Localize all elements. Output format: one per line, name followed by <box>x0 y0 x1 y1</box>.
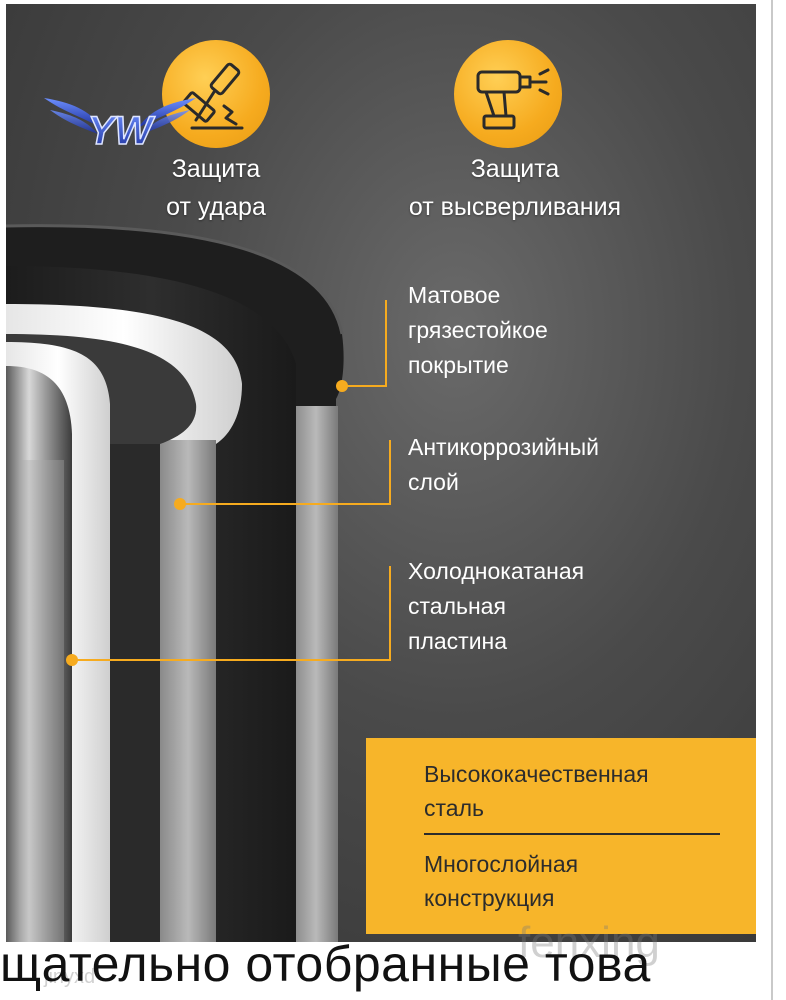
layered-material-illustration <box>6 224 344 942</box>
info-line3: Многослойная <box>424 851 579 877</box>
info-line1: Высококачественная <box>424 761 649 787</box>
feature-impact-protection: Защита от удара <box>126 150 306 226</box>
layer-label-line1: Матовое <box>408 282 501 308</box>
layer-label-line3: пластина <box>408 628 508 654</box>
layer-label-steel-plate: Холоднокатаная стальная пластина <box>408 554 584 659</box>
winged-logo-icon: YW <box>40 88 200 163</box>
watermark-text: jinyxd <box>44 966 96 988</box>
product-poster: Защита от удара Защита от высверливания … <box>6 4 756 942</box>
layer-label-anticorrosion: Антикоррозийный слой <box>408 430 599 500</box>
info-divider <box>424 833 720 835</box>
logo-text: YW <box>88 109 156 153</box>
right-border-line <box>771 0 773 1000</box>
callout-lines <box>66 300 391 666</box>
feature-label-line2: от удара <box>166 193 266 221</box>
info-line4: конструкция <box>424 885 555 911</box>
callout-dot-steel-plate <box>66 654 78 666</box>
layer-label-line3: покрытие <box>408 352 509 378</box>
feature-label-line2: от высверливания <box>408 193 622 221</box>
callout-dot-anticorrosion <box>174 498 186 510</box>
layer-label-line2: стальная <box>408 593 506 619</box>
layer-label-line1: Холоднокатаная <box>408 558 585 584</box>
info-box: Высококачественная сталь Многослойная ко… <box>366 738 756 934</box>
hammer-icon <box>162 40 270 148</box>
layer-label-line2: слой <box>408 469 459 495</box>
callout-dot-coating <box>336 380 348 392</box>
feature-label-line1: Защита <box>171 155 261 183</box>
drill-icon <box>454 40 562 148</box>
layer-label-line2: грязестойкое <box>408 317 548 343</box>
bottom-caption: щательно отобранные това <box>0 936 651 992</box>
layer-label-coating: Матовое грязестойкое покрытие <box>408 278 548 383</box>
info-line2: сталь <box>424 795 484 821</box>
feature-drill-protection: Защита от высверливания <box>370 150 660 226</box>
feature-label-line1: Защита <box>470 155 560 183</box>
watermark-text: fenxing <box>518 918 660 967</box>
layer-label-line1: Антикоррозийный <box>408 434 599 460</box>
